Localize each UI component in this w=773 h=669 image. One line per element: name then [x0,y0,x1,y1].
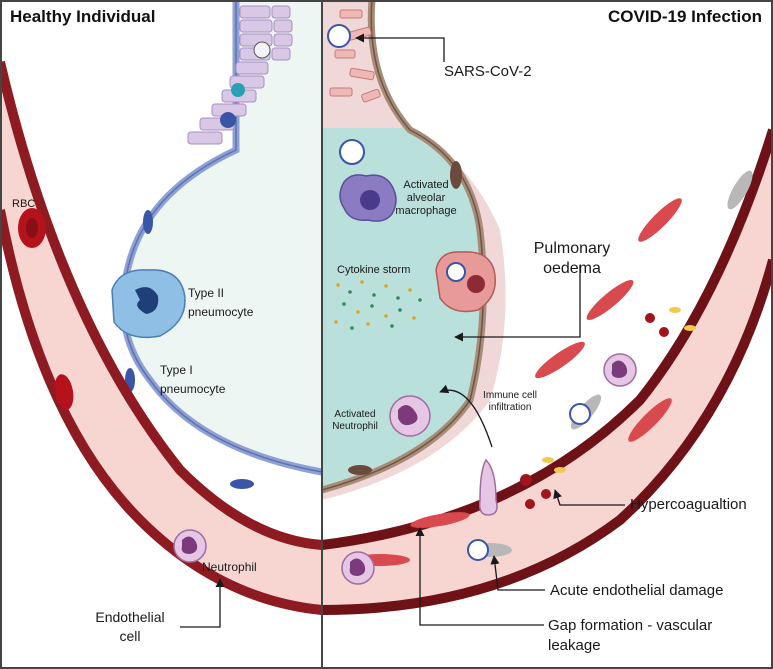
neutrophil-cell [173,529,207,563]
alveolus-healthy [111,0,323,489]
label-acute-damage: Acute endothelial damage [550,582,723,599]
virus-particles [327,24,591,561]
label-rbc: RBC [12,198,35,210]
type1-nucleus [143,210,153,234]
label-immune-2: infiltration [489,402,532,413]
label-endothelial-2: cell [119,628,140,644]
left-panel-title: Healthy Individual [10,7,155,26]
cytokine-dots [334,280,422,330]
infected-type2-cell [435,251,496,313]
label-neutrophil: Neutrophil [202,560,257,574]
right-panel-title: COVID-19 Infection [608,7,762,26]
label-type1-1: Type I [160,363,193,377]
label-hypercoag: Hypercoagualtion [630,496,747,513]
activated-neutrophil [389,395,431,437]
clot-platelets [520,307,696,509]
label-cytokine: Cytokine storm [337,264,410,276]
label-gap-2: leakage [548,637,601,654]
label-oedema-1: Pulmonary [534,240,610,257]
pointer-arrows [180,33,625,628]
virus-icon [327,24,351,48]
type2-pneumocyte [111,269,186,339]
alveolus-infected [321,0,506,500]
label-macrophage-3: macrophage [395,205,456,217]
label-type2-2: pneumocyte [188,305,254,319]
label-gap-1: Gap formation - vascular [548,617,712,634]
vessel-neutrophil [341,353,637,585]
label-type1-2: pneumocyte [160,382,226,396]
label-sars: SARS-CoV-2 [444,63,532,80]
activated-macrophage [339,174,397,222]
label-neutrophil-act-2: Neutrophil [332,421,378,432]
label-type2-1: Type II [188,286,224,300]
label-neutrophil-act-1: Activated [334,409,375,420]
label-immune-1: Immune cell [483,390,537,401]
label-oedema-2: oedema [543,260,601,277]
label-macrophage-1: Activated [403,179,448,191]
blood-vessel-infected [321,128,773,615]
label-macrophage-2: alveolar [407,192,446,204]
blood-vessel-healthy [0,60,323,615]
label-endothelial-1: Endothelial [95,609,164,625]
